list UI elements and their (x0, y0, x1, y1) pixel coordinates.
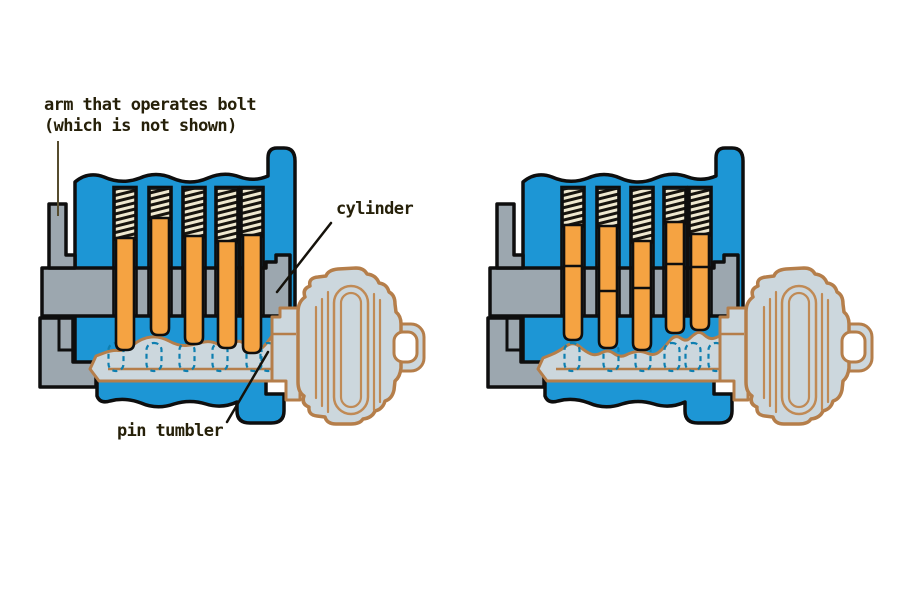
key-shoulder (718, 306, 750, 402)
pin-tumbler-pin (562, 223, 584, 342)
pin-spring (216, 188, 238, 244)
key-bow-detail (332, 284, 370, 416)
pin-seat-dashed-outline (663, 341, 681, 373)
pin-tumbler-pin (149, 216, 171, 337)
cylinder-leader-line (275, 221, 333, 294)
key-bow-detail (339, 291, 363, 409)
lock-diagram-left (38, 146, 426, 426)
cylinder-label: cylinder (336, 199, 414, 219)
pin-tumbler-leader-line (225, 350, 270, 424)
pin-spring (562, 188, 584, 228)
pin-spring (597, 188, 619, 229)
key-bow (744, 266, 851, 426)
pin-tumbler-pin (664, 220, 686, 335)
lower-bracket-step (505, 318, 521, 352)
key-ring-hole (840, 330, 867, 364)
lock-diagram-right (486, 146, 874, 426)
pin-spring (664, 188, 686, 225)
pin-tumbler-pin (241, 233, 263, 355)
pin-seat-dashed-outline (563, 341, 581, 373)
lower-bracket-step (57, 318, 73, 352)
lock-housing-bottom (543, 376, 734, 425)
pin-seat-dashed-outline (145, 341, 163, 373)
arm-label-line1: arm that operates bolt (44, 95, 257, 115)
arm-label-line2: (which is not shown) (44, 116, 237, 136)
pin-spring (631, 188, 653, 244)
pin-seat-dashed-outline (684, 341, 702, 373)
key-shoulder (270, 306, 302, 402)
pin-spring (149, 188, 171, 221)
pin-spring (241, 188, 263, 238)
bolt-arm (495, 202, 525, 270)
key-bow (296, 266, 403, 426)
key-ring-hole (392, 330, 419, 364)
pin-spring (689, 188, 711, 237)
pin-spring (114, 188, 136, 241)
pin-tumbler-pin (114, 236, 136, 352)
key-bow-detail (787, 291, 811, 409)
pin-tumbler-pin (183, 234, 205, 346)
pin-tumbler-pin (631, 239, 653, 352)
pin-tumbler-pin (597, 224, 619, 350)
pin-tumbler-pin (689, 232, 711, 332)
pin-spring (183, 188, 205, 239)
bolt-arm (47, 202, 77, 270)
key-bow-detail (780, 284, 818, 416)
pin-tumbler-label: pin tumbler (117, 421, 224, 441)
pin-tumbler-pin (216, 239, 238, 350)
arm-label: arm that operates bolt(which is not show… (44, 95, 257, 137)
lock-housing-bottom (95, 376, 286, 425)
